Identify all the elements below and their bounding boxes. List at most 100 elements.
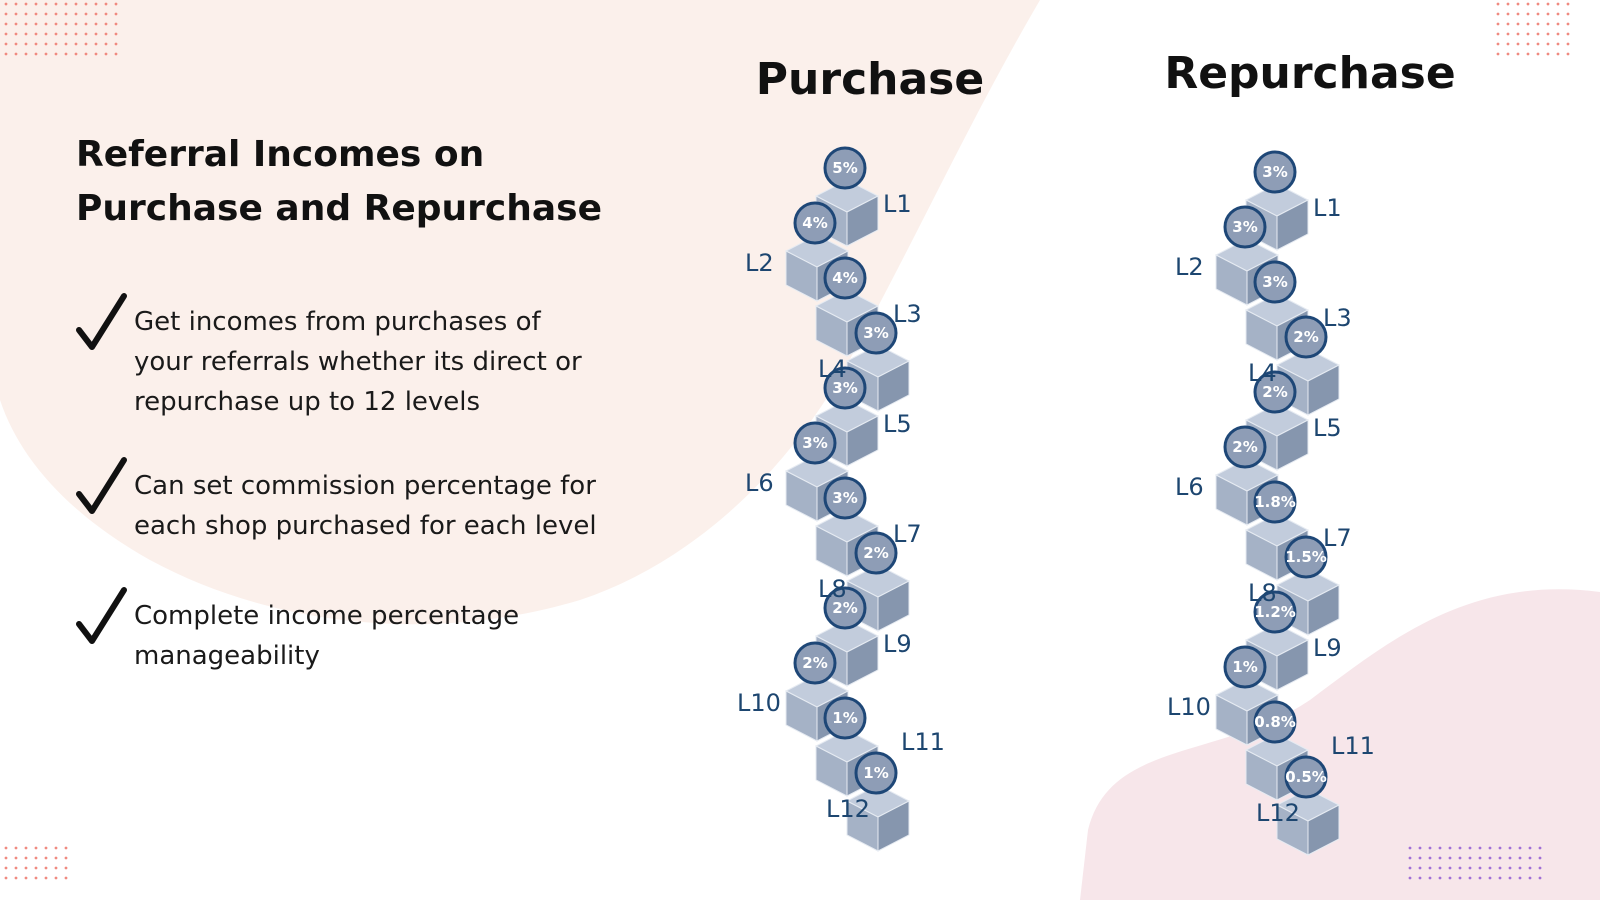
- dots-bottom-right: [1408, 846, 1542, 880]
- percent-badge: 4%: [793, 201, 837, 245]
- level-label: L10: [737, 689, 781, 717]
- percent-badge: 2%: [1253, 370, 1297, 414]
- percent-label: 3%: [863, 324, 888, 342]
- level-label: L7: [893, 520, 922, 548]
- percent-badge: 0.8%: [1253, 700, 1297, 744]
- percent-label: 0.8%: [1254, 713, 1296, 731]
- percent-badge: 3%: [854, 311, 898, 355]
- level-label: L4: [818, 355, 847, 383]
- level-label: L12: [826, 795, 870, 823]
- level-label: L9: [883, 630, 912, 658]
- percent-badge: 2%: [854, 531, 898, 575]
- level-cube: [1214, 238, 1280, 306]
- level-label: L7: [1323, 524, 1352, 552]
- page-title: Referral Incomes on Purchase and Repurch…: [76, 128, 696, 236]
- level-label: L10: [1167, 693, 1211, 721]
- checkmark-icon: [76, 587, 127, 644]
- percent-badge: 2%: [1223, 425, 1267, 469]
- percent-label: 3%: [1262, 163, 1287, 181]
- level-label: L6: [1175, 473, 1204, 501]
- level-label: L2: [1175, 253, 1204, 281]
- feature-line: each shop purchased for each level: [134, 511, 597, 541]
- level-cube: [1275, 788, 1341, 856]
- percent-label: 1.2%: [1254, 603, 1296, 621]
- level-cube: [845, 784, 911, 852]
- feature-line: your referrals whether its direct or: [134, 347, 582, 377]
- badges: 3% 3% 3% 2% 2% 2% 1.8% 1.5% 1.2% 1% 0.8% 0.5%: [1223, 150, 1328, 799]
- level-label: L3: [893, 300, 922, 328]
- percent-badge: 2%: [823, 586, 867, 630]
- percent-label: 3%: [832, 489, 857, 507]
- repurchase-title: Repurchase: [1164, 48, 1456, 99]
- feature-line: Can set commission percentage for: [134, 471, 596, 501]
- percent-badge: 3%: [1223, 205, 1267, 249]
- percent-badge: 1.8%: [1253, 480, 1297, 524]
- purchase-title: Purchase: [755, 54, 985, 105]
- level-cube: [845, 344, 911, 412]
- level-label: L8: [1248, 579, 1277, 607]
- percent-label: 3%: [832, 379, 857, 397]
- right-blob: [1080, 589, 1600, 900]
- feature-line: Get incomes from purchases of: [134, 307, 541, 337]
- feature-text: Complete income percentage manageability: [134, 596, 694, 676]
- percent-badge: 3%: [823, 476, 867, 520]
- level-label: L5: [883, 410, 912, 438]
- percent-badge: 1%: [1223, 645, 1267, 689]
- feature-text: Can set commission percentage for each s…: [134, 466, 694, 546]
- percent-badge: 3%: [823, 366, 867, 410]
- level-label: L1: [883, 190, 912, 218]
- percent-label: 2%: [1293, 328, 1318, 346]
- title-line-2: Purchase and Repurchase: [76, 188, 603, 229]
- dots-top-right: [1496, 2, 1570, 56]
- percent-badge: 3%: [793, 421, 837, 465]
- percent-badge: 3%: [1253, 150, 1297, 194]
- repurchase-staircase: 3%3%3%2%2%2%1.8%1.5%1.2%1%0.8%0.5%L1L2L3…: [1167, 150, 1375, 856]
- percent-badge: 1.5%: [1284, 535, 1328, 579]
- level-label: L12: [1256, 799, 1300, 827]
- percent-label: 2%: [1262, 383, 1287, 401]
- percent-badge: 1%: [823, 696, 867, 740]
- level-label: L4: [1248, 359, 1277, 387]
- percent-badge: 5%: [823, 146, 867, 190]
- checkmark-icon: [76, 293, 127, 350]
- level-label: L3: [1323, 304, 1352, 332]
- percent-label: 2%: [802, 654, 827, 672]
- checkmark-icon: [76, 457, 127, 514]
- level-label: L8: [818, 575, 847, 603]
- level-cube: [784, 674, 850, 742]
- level-label: L11: [1331, 732, 1375, 760]
- percent-label: 1%: [863, 764, 888, 782]
- level-label: L2: [745, 249, 774, 277]
- percent-badge: 2%: [793, 641, 837, 685]
- percent-label: 1.8%: [1254, 493, 1296, 511]
- percent-badge: 1.2%: [1253, 590, 1297, 634]
- level-label: L5: [1313, 414, 1342, 442]
- title-line-1: Referral Incomes on: [76, 134, 485, 175]
- percent-label: 1%: [1232, 658, 1257, 676]
- percent-label: 0.5%: [1285, 768, 1327, 786]
- left-blob: [0, 0, 1040, 625]
- percent-label: 3%: [1232, 218, 1257, 236]
- percent-label: 3%: [1262, 273, 1287, 291]
- percent-badge: 1%: [854, 751, 898, 795]
- dots-bottom-left: [4, 846, 68, 880]
- level-label: L9: [1313, 634, 1342, 662]
- level-label: L6: [745, 469, 774, 497]
- percent-label: 4%: [832, 269, 857, 287]
- percent-label: 1%: [832, 709, 857, 727]
- feature-line: manageability: [134, 641, 320, 671]
- percent-badge: 3%: [1253, 260, 1297, 304]
- percent-label: 4%: [802, 214, 827, 232]
- feature-line: repurchase up to 12 levels: [134, 387, 481, 417]
- level-label: L11: [901, 728, 945, 756]
- percent-badge: 4%: [823, 256, 867, 300]
- dot-patterns: [4, 2, 1570, 880]
- percent-label: 2%: [1232, 438, 1257, 456]
- level-label: L1: [1313, 194, 1342, 222]
- percent-label: 2%: [863, 544, 888, 562]
- feature-line: Complete income percentage: [134, 601, 520, 631]
